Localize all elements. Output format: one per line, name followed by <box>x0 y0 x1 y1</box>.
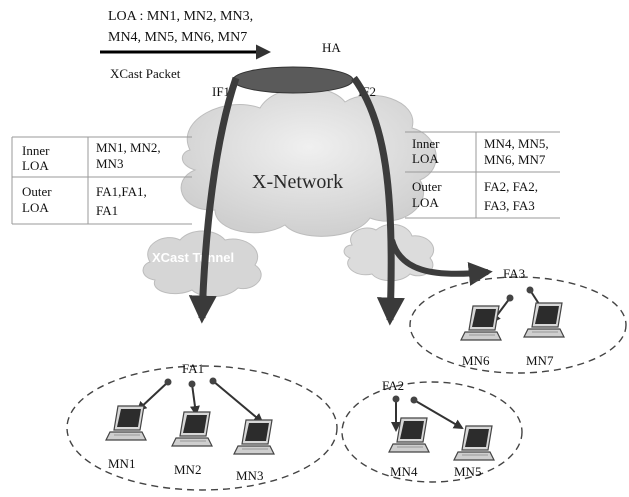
fa1-to-mn3-link <box>212 380 264 424</box>
laptop-mn1-icon <box>105 405 147 441</box>
fa1-label: FA1 <box>182 361 204 376</box>
tunnel-arrow-left <box>188 76 240 324</box>
laptop-mn3-icon <box>233 419 275 455</box>
right-inner-value-2: MN6, MN7 <box>484 152 546 167</box>
right-outer-label-2: LOA <box>412 195 439 210</box>
fa1-node-3 <box>209 377 217 385</box>
loa-line-1: LOA : MN1, MN2, MN3, <box>108 9 253 24</box>
left-inner-label-1: Inner <box>22 143 50 158</box>
fa2-label: FA2 <box>382 378 404 393</box>
fa1-node-1 <box>164 378 172 386</box>
left-inner-label-2: LOA <box>22 158 49 173</box>
right-inner-label-1: Inner <box>412 136 440 151</box>
fa1-node-2 <box>188 380 196 388</box>
if1-label: IF1 <box>212 84 230 99</box>
mn1-label: MN1 <box>108 456 135 471</box>
fa3-node-2 <box>526 286 534 294</box>
left-outer-value-1: FA1,FA1, <box>96 184 147 199</box>
left-outer-value-2: FA1 <box>96 203 118 218</box>
fa2-node-1 <box>392 395 400 403</box>
right-outer-label-1: Outer <box>412 179 442 194</box>
ha-label: HA <box>322 40 341 55</box>
ha-router <box>232 66 354 94</box>
fa3-domain <box>409 276 627 374</box>
tunnel-arrow-fa3 <box>389 239 493 286</box>
fa2-domain <box>341 381 523 483</box>
fa1-domain <box>66 365 338 491</box>
left-loa-table <box>11 136 192 225</box>
left-outer-label-1: Outer <box>22 184 52 199</box>
laptop-mn5-icon <box>453 425 495 461</box>
laptop-mn7-icon <box>523 302 565 338</box>
fa3-label: FA3 <box>503 266 525 281</box>
loa-line-2: MN4, MN5, MN6, MN7 <box>108 30 247 45</box>
mn7-label: MN7 <box>526 353 554 368</box>
xcast-packet-label: XCast Packet <box>110 66 181 81</box>
right-outer-value-1: FA2, FA2, <box>484 179 538 194</box>
fa2-to-mn5-link <box>413 399 464 430</box>
mn6-label: MN6 <box>462 353 490 368</box>
fa1-to-mn1-link <box>136 381 169 412</box>
xcast-tunnel-label: XCast Tunnel <box>152 250 234 265</box>
right-inner-value-1: MN4, MN5, <box>484 136 549 151</box>
mn4-label: MN4 <box>390 464 418 479</box>
mn5-label: MN5 <box>454 464 481 479</box>
mn3-label: MN3 <box>236 468 263 483</box>
right-inner-label-2: LOA <box>412 151 439 166</box>
right-outer-value-2: FA3, FA3 <box>484 198 535 213</box>
fa3-node-1 <box>506 294 514 302</box>
laptop-mn6-icon <box>460 305 502 341</box>
fa1-to-mn2-link <box>189 383 200 416</box>
fa2-node-2 <box>410 396 418 404</box>
laptop-mn2-icon <box>171 411 213 447</box>
mn2-label: MN2 <box>174 462 201 477</box>
right-loa-table <box>405 131 560 219</box>
left-inner-value-1: MN1, MN2, <box>96 140 161 155</box>
x-network-label: X-Network <box>252 171 343 193</box>
left-inner-value-2: MN3 <box>96 156 123 171</box>
left-outer-label-2: LOA <box>22 200 49 215</box>
tunnel-arrow-right <box>351 75 405 326</box>
